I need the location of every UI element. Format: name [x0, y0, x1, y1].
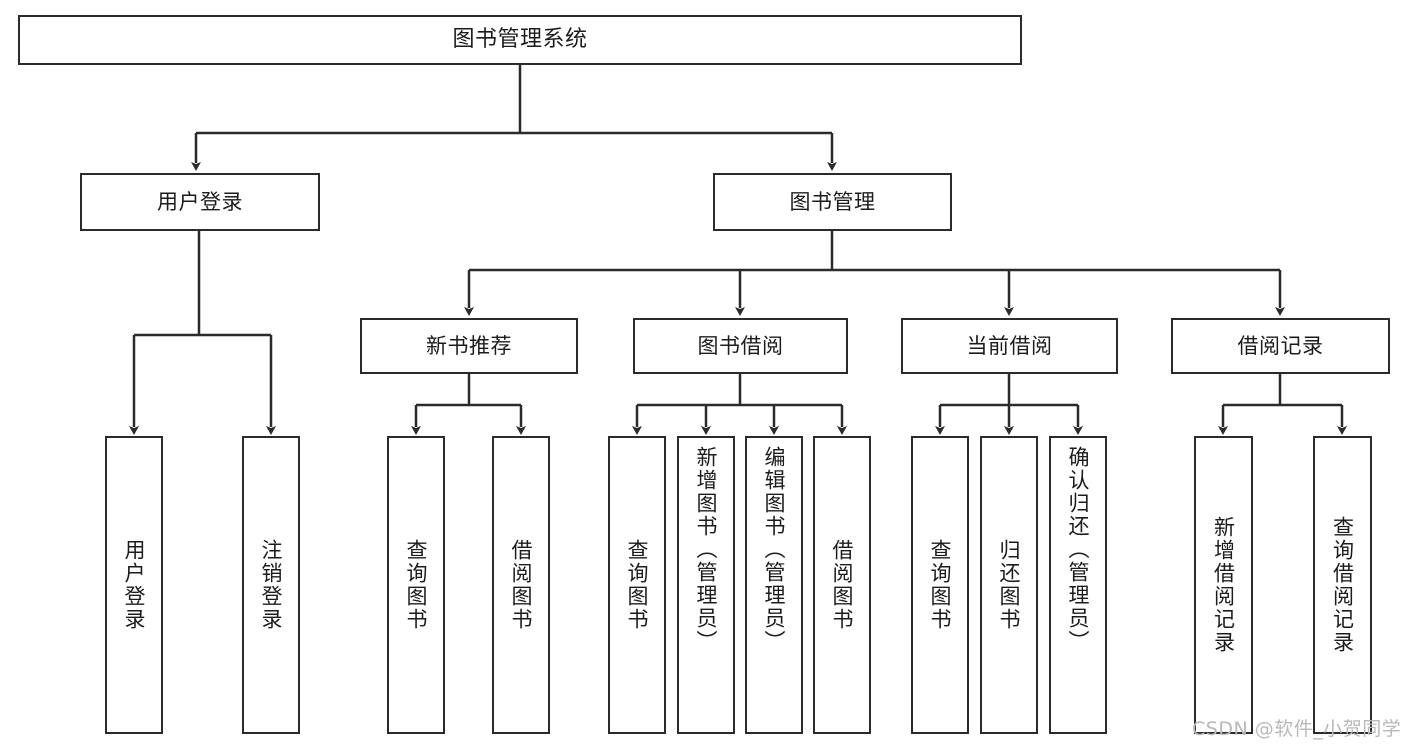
- node-current-borrow[interactable]: 当前借阅: [901, 318, 1118, 374]
- node-book-borrow[interactable]: 图书借阅: [633, 318, 848, 374]
- node-leaf-query-book-1-label: 查询图书: [404, 539, 429, 631]
- node-book-manage[interactable]: 图书管理: [713, 173, 952, 231]
- node-borrow-record[interactable]: 借阅记录: [1171, 318, 1390, 374]
- node-leaf-borrow-book-1-label: 借阅图书: [509, 539, 534, 631]
- node-leaf-query-book-2-label: 查询图书: [625, 539, 650, 631]
- node-leaf-query-record-label: 查询借阅记录: [1330, 516, 1355, 654]
- node-leaf-logout-label: 注销登录: [259, 539, 284, 631]
- node-leaf-borrow-book-1[interactable]: 借阅图书: [492, 436, 550, 734]
- node-root[interactable]: 图书管理系统: [18, 15, 1022, 65]
- node-leaf-logout[interactable]: 注销登录: [242, 436, 300, 734]
- node-book-manage-label: 图书管理: [789, 189, 876, 214]
- node-leaf-query-book-3[interactable]: 查询图书: [911, 436, 969, 734]
- node-new-book-rec-label: 新书推荐: [426, 333, 512, 358]
- node-leaf-user-login-label: 用户登录: [122, 539, 147, 631]
- node-leaf-query-book-2[interactable]: 查询图书: [608, 436, 666, 734]
- node-leaf-borrow-book-2-label: 借阅图书: [830, 539, 855, 631]
- node-user-login[interactable]: 用户登录: [80, 173, 320, 231]
- node-leaf-confirm-return[interactable]: 确认归还（管理员）: [1049, 436, 1107, 734]
- node-leaf-return-book[interactable]: 归还图书: [980, 436, 1038, 734]
- node-leaf-add-book[interactable]: 新增图书（管理员）: [677, 436, 735, 734]
- node-root-label: 图书管理系统: [452, 26, 588, 52]
- node-leaf-edit-book[interactable]: 编辑图书（管理员）: [745, 436, 803, 734]
- node-leaf-borrow-book-2[interactable]: 借阅图书: [813, 436, 871, 734]
- node-leaf-add-book-label: 新增图书（管理员）: [694, 446, 719, 653]
- node-new-book-rec[interactable]: 新书推荐: [360, 318, 578, 374]
- node-leaf-return-book-label: 归还图书: [997, 539, 1022, 631]
- node-leaf-user-login[interactable]: 用户登录: [105, 436, 163, 734]
- node-book-borrow-label: 图书借阅: [697, 333, 784, 358]
- node-leaf-query-record[interactable]: 查询借阅记录: [1313, 436, 1372, 734]
- node-current-borrow-label: 当前借阅: [966, 333, 1053, 358]
- node-leaf-add-record-label: 新增借阅记录: [1211, 516, 1236, 654]
- node-user-login-label: 用户登录: [157, 189, 243, 214]
- node-leaf-edit-book-label: 编辑图书（管理员）: [762, 446, 787, 653]
- node-leaf-query-book-3-label: 查询图书: [928, 539, 953, 631]
- node-leaf-query-book-1[interactable]: 查询图书: [387, 436, 445, 734]
- node-leaf-confirm-return-label: 确认归还（管理员）: [1066, 446, 1091, 653]
- node-leaf-add-record[interactable]: 新增借阅记录: [1194, 436, 1253, 734]
- node-borrow-record-label: 借阅记录: [1237, 333, 1324, 358]
- csdn-watermark: CSDN @软件_小贺同学: [1192, 718, 1402, 740]
